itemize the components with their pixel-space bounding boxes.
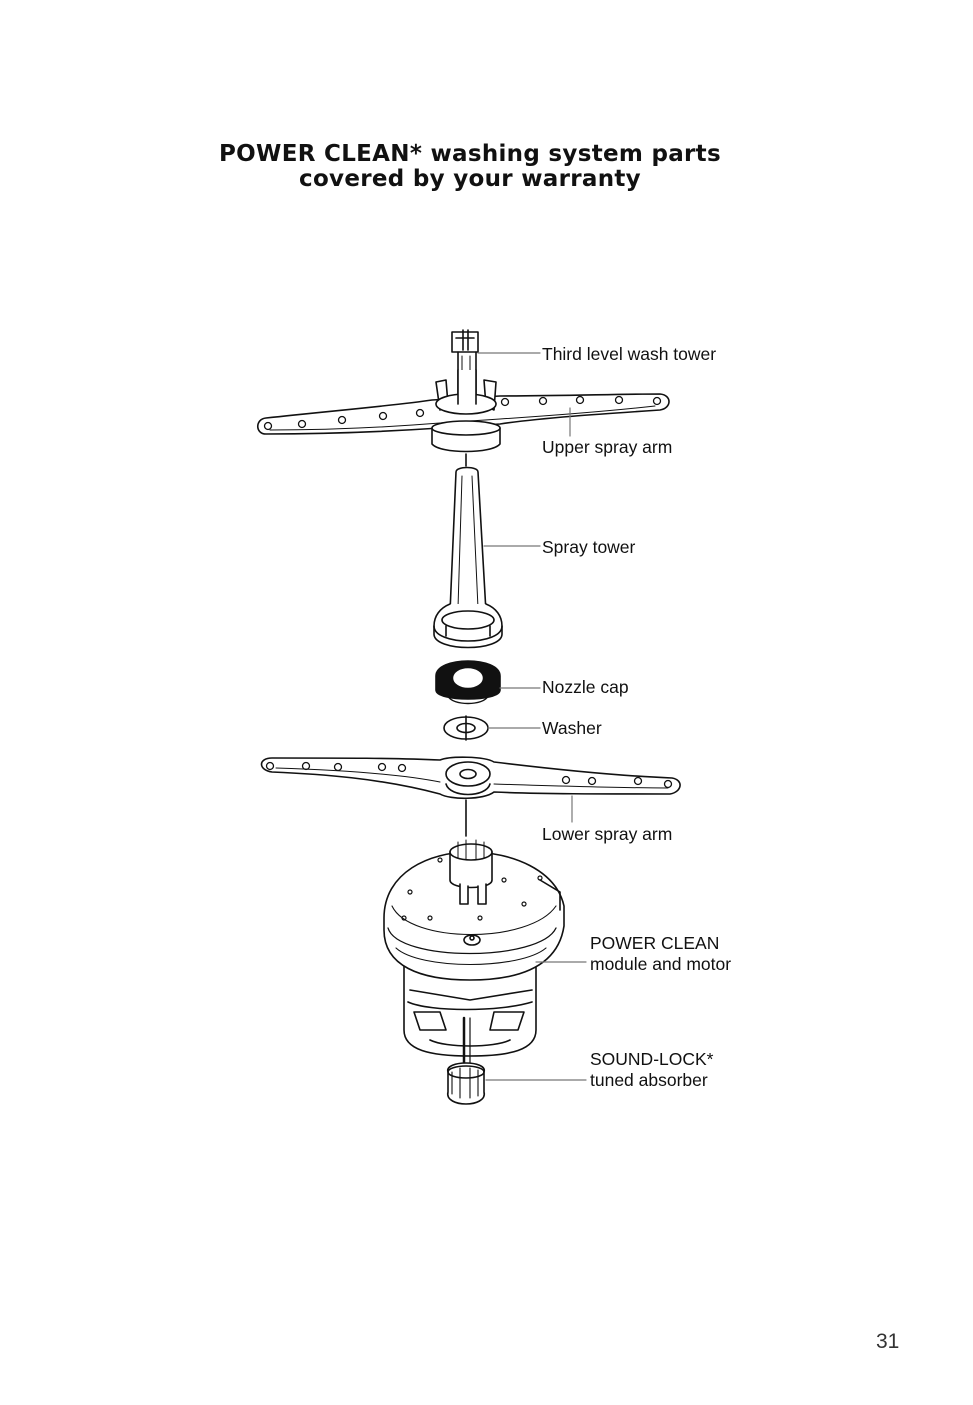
label-nozzle-cap: Nozzle cap xyxy=(542,677,629,697)
label-third-level-wash-tower: Third level wash tower xyxy=(542,344,716,364)
label-upper-spray-arm: Upper spray arm xyxy=(542,437,672,457)
label-power-clean-line-1: POWER CLEAN xyxy=(590,933,719,953)
page-number: 31 xyxy=(876,1330,899,1354)
washer-drawing xyxy=(444,716,488,740)
label-sound-lock-line-1: SOUND-LOCK* xyxy=(590,1049,714,1069)
spray-tower-drawing xyxy=(434,468,502,648)
label-lower-spray-arm: Lower spray arm xyxy=(542,824,672,844)
label-sound-lock-line-2: tuned absorber xyxy=(590,1070,708,1090)
label-spray-tower: Spray tower xyxy=(542,537,635,557)
nozzle-cap-drawing xyxy=(436,661,500,704)
power-clean-module-drawing xyxy=(384,840,564,1056)
label-washer: Washer xyxy=(542,718,602,738)
label-power-clean-line-2: module and motor xyxy=(590,954,731,974)
